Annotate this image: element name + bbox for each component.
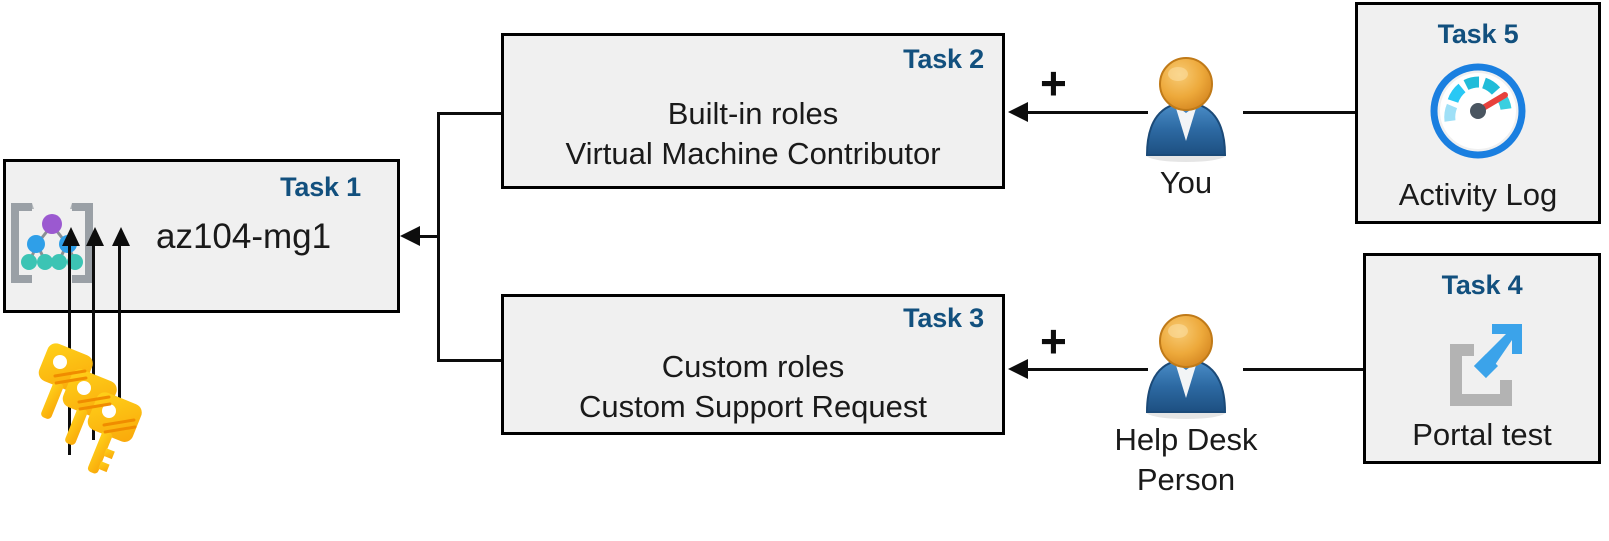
task-2-label: Task 2 bbox=[903, 44, 984, 74]
user-icon bbox=[1145, 57, 1227, 162]
bracket-top-segment bbox=[437, 112, 503, 115]
person-helpdesk-caption: Help Desk Person bbox=[1114, 422, 1258, 497]
key-arrow-head-2 bbox=[86, 227, 104, 246]
you-to-activity-log-line bbox=[1243, 111, 1400, 114]
bracket-to-task1-arrowhead bbox=[400, 226, 420, 246]
key-arrow-head-1 bbox=[62, 227, 80, 246]
task-2-line-1: Built-in roles bbox=[667, 96, 839, 131]
task-1-resource-name: az104-mg1 bbox=[156, 217, 332, 256]
helpdesk-to-portal-line bbox=[1243, 368, 1403, 371]
task-5-box[interactable]: Task 5 Activity Log bbox=[1355, 2, 1601, 224]
task-5-label: Task 5 bbox=[1437, 19, 1519, 49]
task-3-label: Task 3 bbox=[903, 303, 984, 333]
bracket-to-task1-line bbox=[420, 235, 440, 238]
you-to-task2-line bbox=[1028, 111, 1148, 114]
person-you[interactable]: You bbox=[1139, 55, 1233, 200]
person-you-caption: You bbox=[1159, 165, 1213, 200]
task-3-line-1: Custom roles bbox=[661, 349, 845, 384]
person-helpdesk[interactable]: Help Desk Person bbox=[1115, 312, 1258, 497]
helpdesk-to-task3-line bbox=[1028, 368, 1148, 371]
keys-icon bbox=[38, 343, 142, 474]
key-arrow-head-3 bbox=[112, 227, 130, 246]
task-3-box[interactable]: Task 3 Custom roles Custom Support Reque… bbox=[501, 294, 1005, 435]
task-4-caption: Portal test bbox=[1412, 417, 1552, 452]
key-arrow-line-2 bbox=[92, 245, 95, 440]
gauge-icon bbox=[1430, 63, 1526, 159]
task-4-box[interactable]: Task 4 Portal test bbox=[1363, 253, 1601, 464]
task-4-label: Task 4 bbox=[1441, 270, 1523, 300]
task-5-caption: Activity Log bbox=[1398, 177, 1558, 212]
user-icon bbox=[1145, 314, 1227, 419]
task-2-box[interactable]: Task 2 Built-in roles Virtual Machine Co… bbox=[501, 33, 1005, 189]
you-to-task2-arrowhead bbox=[1008, 102, 1028, 122]
helpdesk-to-task3-arrowhead bbox=[1008, 359, 1028, 379]
plus-symbol-bottom: + bbox=[1040, 315, 1067, 367]
key-arrow-line-3 bbox=[118, 245, 121, 410]
management-group-icon bbox=[11, 203, 93, 283]
external-link-icon bbox=[1450, 324, 1522, 406]
bracket-bottom-segment bbox=[437, 359, 503, 362]
task-1-label: Task 1 bbox=[280, 172, 361, 202]
task-2-line-2: Virtual Machine Contributor bbox=[565, 136, 941, 171]
plus-symbol-top: + bbox=[1040, 57, 1067, 109]
task-3-line-2: Custom Support Request bbox=[578, 389, 928, 424]
